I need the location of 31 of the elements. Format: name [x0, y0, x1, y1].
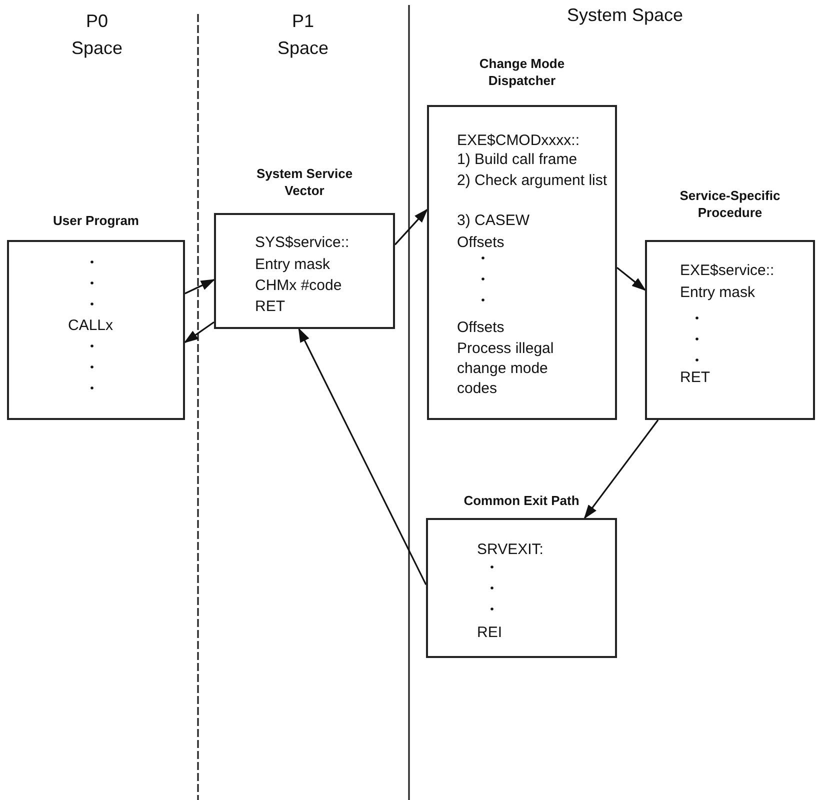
code-line: EXE$service::: [680, 261, 774, 281]
code-line: Offsets: [457, 233, 504, 253]
code-line: RET: [255, 297, 285, 317]
arrow: [584, 420, 659, 520]
code-line: RET: [680, 368, 710, 388]
code-line: Offsets: [457, 318, 504, 338]
code-line: SYS$service::: [255, 233, 350, 253]
box-heading: System Service Vector: [255, 165, 354, 199]
arrow: [184, 279, 216, 294]
arrow: [184, 321, 214, 344]
code-line: Process illegal change mode codes: [457, 339, 555, 399]
code-line: 1) Build call frame: [457, 150, 578, 170]
column-heading: P0 Space: [70, 10, 124, 60]
arrow: [298, 328, 427, 586]
column-heading: System Space: [566, 4, 684, 27]
box-heading: User Program: [52, 212, 140, 229]
box-heading: Change Mode Dispatcher: [478, 55, 566, 89]
box-heading: Common Exit Path: [462, 492, 580, 509]
code-line: CHMx #code: [255, 276, 342, 296]
code-line: 3) CASEW: [457, 211, 530, 231]
code-line: REI: [477, 623, 502, 643]
box-heading: Service-Specific Procedure: [678, 187, 782, 221]
arrow: [616, 266, 646, 291]
code-line: SRVEXIT:: [477, 540, 544, 560]
code-line: 2) Check argument list: [457, 171, 608, 191]
code-line: EXE$CMODxxxx::: [457, 131, 580, 151]
code-line: Entry mask: [255, 255, 330, 275]
code-line: CALLx: [68, 316, 114, 336]
column-heading: P1 Space: [276, 10, 330, 60]
arrow: [394, 208, 428, 246]
code-line: Entry mask: [680, 283, 756, 303]
